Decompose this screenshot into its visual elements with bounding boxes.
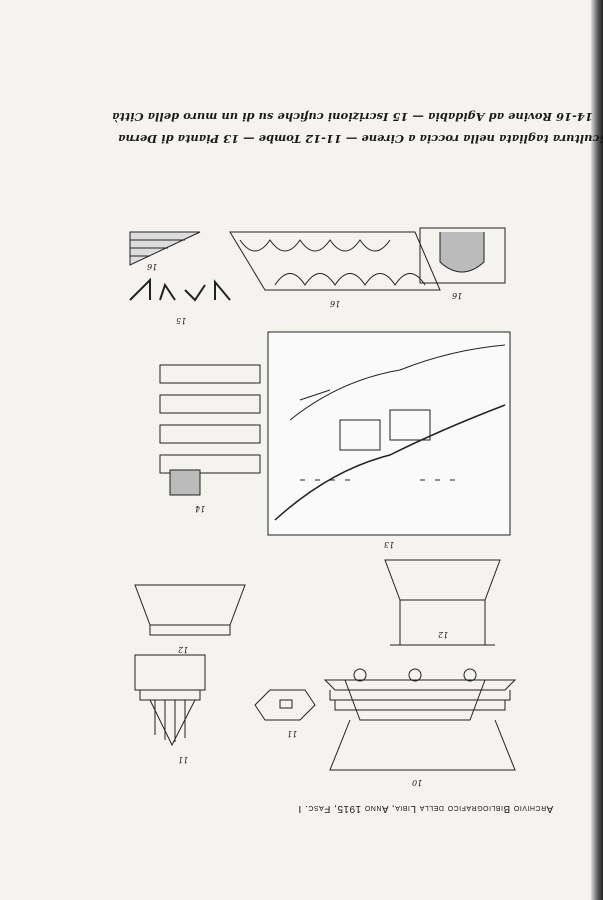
figure-15-kufic-inscription [129,277,231,302]
figure-14-ruins [159,364,261,496]
page-binding-shadow [591,0,603,900]
figure-label: 14 [195,504,206,513]
figure-label: 12 [438,630,449,639]
figure-16-brick-corner [129,231,201,266]
figure-12-tomb-box [134,584,246,636]
figure-10-rock-sculpture [323,668,517,771]
figure-label: 16 [147,262,158,271]
figure-11-column [134,654,206,747]
figure-label: 11 [287,729,298,738]
figure-16-niche [419,227,506,284]
figure-label: 10 [412,778,423,787]
figure-label: 12 [178,645,189,654]
figure-11-small-tomb [254,689,316,721]
figure-label: 16 [452,291,463,300]
figure-label: 16 [330,299,341,308]
figure-label: 13 [384,540,395,549]
figure-12-tomb [384,559,501,646]
figure-16-ruins-arches [229,231,441,291]
figure-label: 15 [176,316,187,325]
figure-13-map-of-derna [267,331,511,536]
figure-label: 11 [178,755,189,764]
